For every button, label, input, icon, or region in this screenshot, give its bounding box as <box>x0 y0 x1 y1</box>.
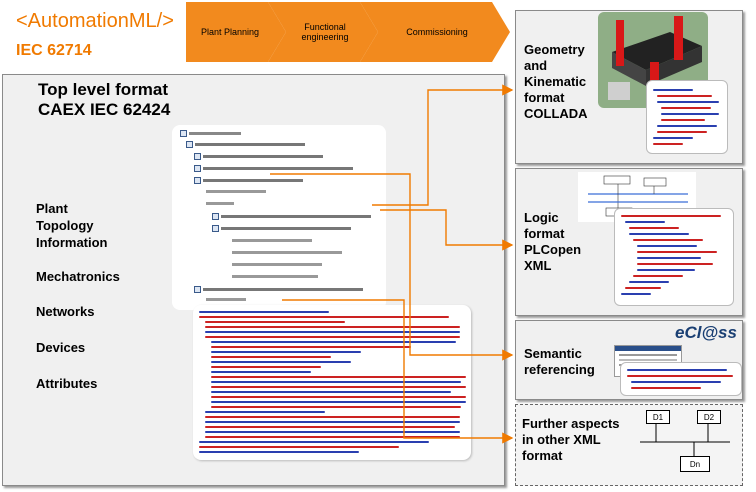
process-step-label: Plant Planning <box>200 27 260 37</box>
device-node: D1 <box>646 410 670 424</box>
semantic-title-line: referencing <box>524 362 595 377</box>
collada-xml-thumbnail <box>646 80 728 154</box>
collada-title-line: COLLADA <box>524 106 588 121</box>
further-aspects-title-line: in other XML <box>522 432 601 447</box>
tree-row <box>232 262 322 268</box>
tree-row <box>194 286 363 293</box>
process-step-functional-engineering: Functional engineering <box>268 2 378 62</box>
tree-row <box>212 213 371 220</box>
tree-row <box>180 130 241 137</box>
plcopen-title: Logic format PLCopen XML <box>524 210 581 274</box>
caex-title: Top level format CAEX IEC 62424 <box>38 80 170 120</box>
collada-title-line: format <box>524 90 565 105</box>
label-topology: Topology <box>36 218 94 233</box>
tree-row <box>194 153 323 160</box>
semantic-title-line: Semantic <box>524 346 582 361</box>
caex-tree-view <box>172 125 386 310</box>
further-aspects-title: Further aspects in other XML format <box>522 416 620 464</box>
plcopen-title-line: PLCopen <box>524 242 582 257</box>
eclass-logo: eCl@ss <box>675 323 737 342</box>
process-step-commissioning: Commissioning <box>360 2 510 62</box>
label-information: Information <box>36 235 108 250</box>
further-aspects-title-line: Further aspects <box>522 416 620 431</box>
label-attributes: Attributes <box>36 376 98 391</box>
semantic-xml-thumbnail <box>620 362 742 396</box>
label-mechatronics: Mechatronics <box>36 269 120 284</box>
plcopen-title-line: XML <box>524 258 552 273</box>
label-plant: Plant <box>36 201 68 216</box>
semantic-title: Semantic referencing <box>524 346 595 378</box>
collada-title: Geometry and Kinematic format COLLADA <box>524 42 588 122</box>
plcopen-xml-thumbnail <box>614 208 734 306</box>
label-networks: Networks <box>36 304 95 319</box>
collada-title-line: Geometry <box>524 42 585 57</box>
tree-row <box>232 274 318 280</box>
tree-row <box>232 238 312 244</box>
device-node: Dn <box>680 456 710 472</box>
automationml-logo: <AutomationML/> <box>16 10 174 32</box>
process-step-plant-planning: Plant Planning <box>186 2 286 62</box>
plcopen-title-line: Logic <box>524 210 559 225</box>
tree-row <box>232 250 342 256</box>
collada-title-line: Kinematic <box>524 74 587 89</box>
tree-row <box>212 225 351 232</box>
collada-title-line: and <box>524 58 548 73</box>
process-step-label: Functional engineering <box>301 22 349 42</box>
label-devices: Devices <box>36 340 86 355</box>
device-node: D2 <box>697 410 721 424</box>
caex-title-line2: CAEX IEC 62424 <box>38 100 171 119</box>
plcopen-title-line: format <box>524 226 565 241</box>
tree-row <box>206 297 246 303</box>
tree-row <box>206 189 266 195</box>
tree-row <box>194 177 303 184</box>
tree-row <box>206 201 234 207</box>
caex-xml-view <box>193 305 471 460</box>
standard-label: IEC 62714 <box>16 42 92 59</box>
tree-row <box>186 141 305 148</box>
tree-row <box>194 165 353 172</box>
further-aspects-title-line: format <box>522 448 563 463</box>
process-step-label: Commissioning <box>406 27 468 37</box>
caex-title-line1: Top level format <box>38 80 169 99</box>
